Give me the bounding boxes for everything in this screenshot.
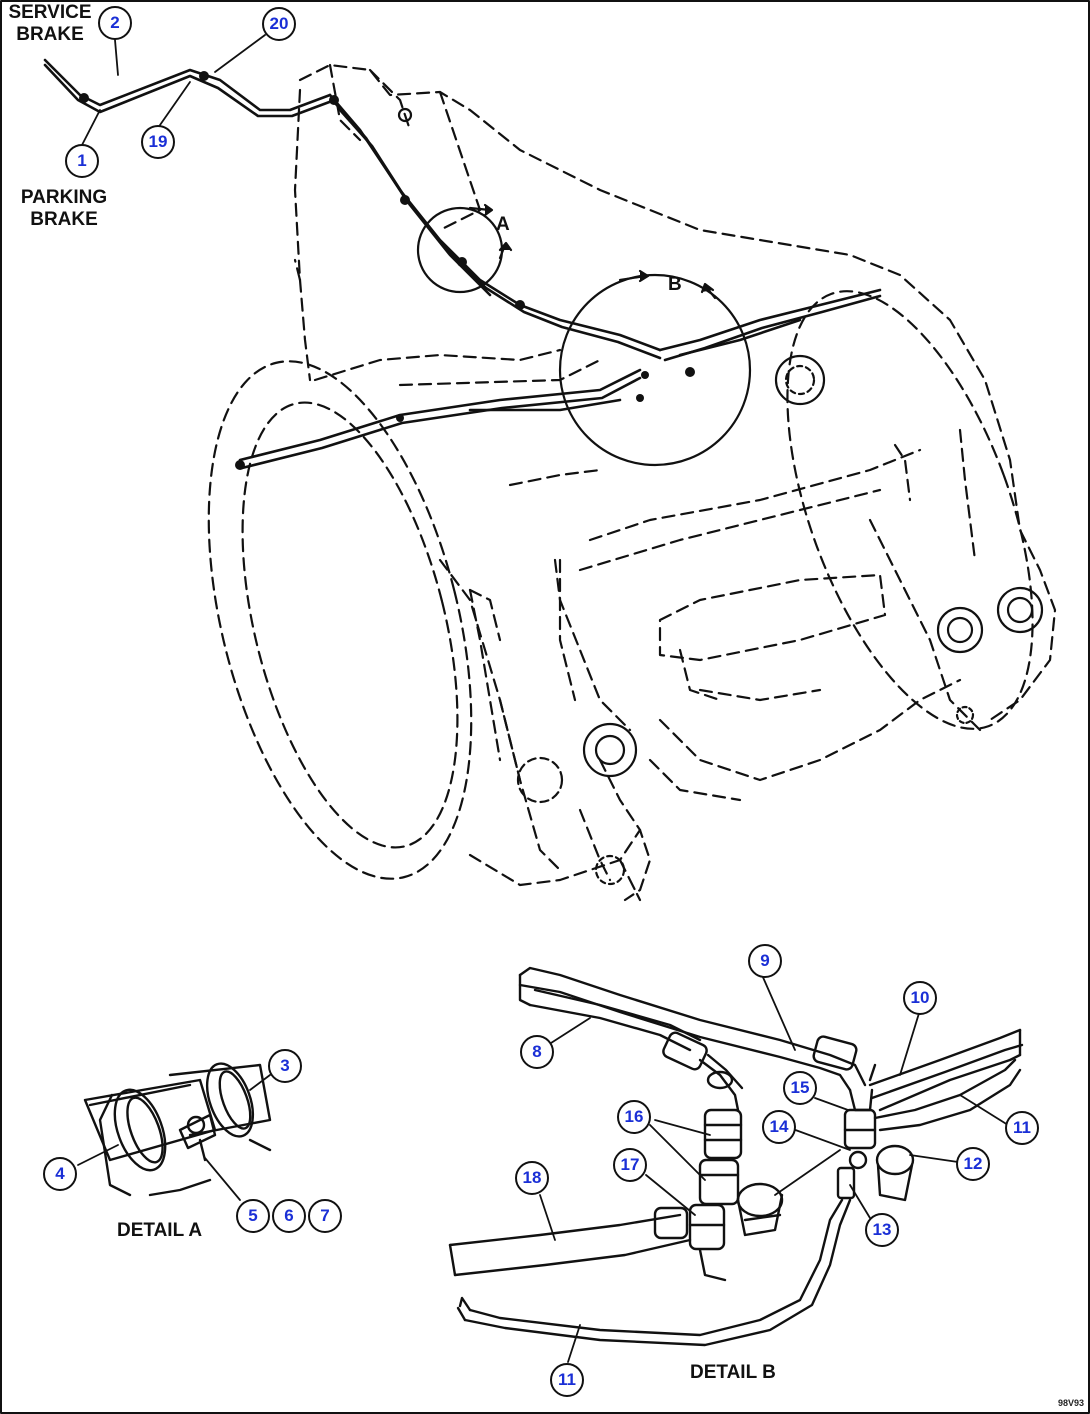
callout-19: 19 — [141, 125, 175, 159]
brake-tubes — [43, 58, 882, 470]
detail-circles — [416, 203, 752, 467]
axle-housing — [207, 63, 1057, 902]
callout-15: 15 — [783, 1071, 817, 1105]
detail-b-title: DETAIL B — [690, 1362, 776, 1383]
callout-11-lower: 11 — [550, 1363, 584, 1397]
callout-18: 18 — [515, 1161, 549, 1195]
callout-17: 17 — [613, 1148, 647, 1182]
detail-a-drawing — [77, 1062, 272, 1201]
callout-11-upper: 11 — [1005, 1111, 1039, 1145]
view-b-marker: B — [668, 274, 682, 295]
parking-brake-label-line2: BRAKE — [30, 209, 98, 230]
tube-clamps — [79, 71, 695, 470]
callout-9: 9 — [748, 944, 782, 978]
callout-1: 1 — [65, 144, 99, 178]
callout-14: 14 — [762, 1110, 796, 1144]
parking-brake-label-line1: PARKING — [20, 187, 108, 208]
service-brake-label-line1: SERVICE — [8, 2, 92, 23]
drawing-number: 98V93 — [1057, 1398, 1084, 1408]
leader-lines-main — [81, 34, 266, 146]
callout-8: 8 — [520, 1035, 554, 1069]
service-brake-label: SERVICE BRAKE — [0, 2, 100, 46]
callout-3: 3 — [268, 1049, 302, 1083]
callout-12: 12 — [956, 1147, 990, 1181]
housing-bosses — [397, 107, 1044, 886]
callout-4: 4 — [43, 1157, 77, 1191]
detail-a-title: DETAIL A — [117, 1220, 203, 1241]
callout-6: 6 — [272, 1199, 306, 1233]
callout-2: 2 — [98, 6, 132, 40]
callout-13: 13 — [865, 1213, 899, 1247]
callout-20: 20 — [262, 7, 296, 41]
callout-5: 5 — [236, 1199, 270, 1233]
view-a-marker: A — [496, 214, 510, 235]
callout-10: 10 — [903, 981, 937, 1015]
detail-b-drawing — [448, 966, 1024, 1363]
callout-16: 16 — [617, 1100, 651, 1134]
service-brake-label-line2: BRAKE — [16, 24, 84, 45]
parking-brake-label: PARKING BRAKE — [10, 187, 118, 231]
callout-7: 7 — [308, 1199, 342, 1233]
